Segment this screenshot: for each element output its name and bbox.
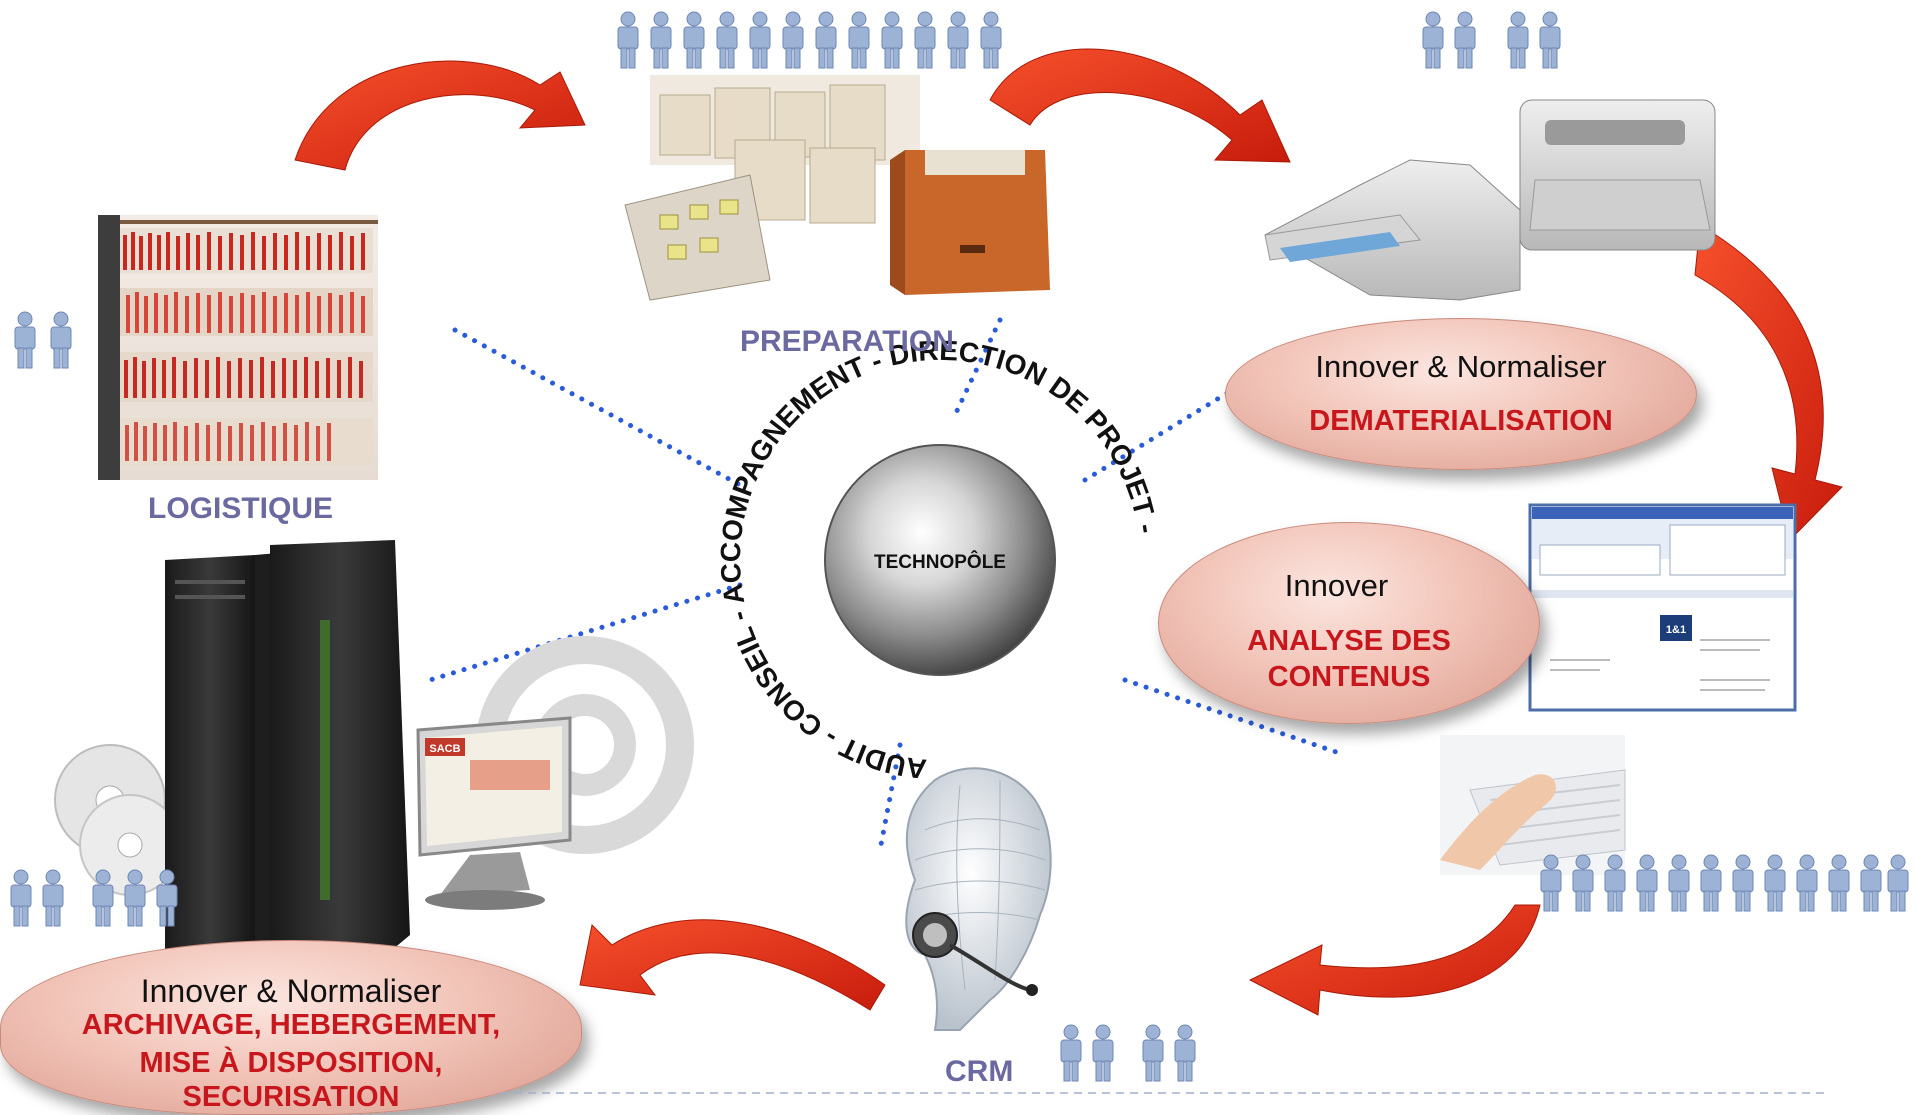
archivage-subtitle-1: ARCHIVAGE, HEBERGEMENT,	[81, 1009, 501, 1041]
logistique-shelves-photo	[98, 215, 378, 480]
archivage-oval: Innover & Normaliser ARCHIVAGE, HEBERGEM…	[0, 940, 582, 1115]
scanner-devices-photo	[1263, 99, 1716, 301]
people-group-preparation	[617, 11, 1002, 69]
connector-logistique	[452, 327, 743, 488]
analyse-document-screen: 1&1	[1528, 503, 1797, 712]
people-group-scanning	[1422, 11, 1561, 69]
analyse-title: Innover	[1284, 568, 1389, 603]
arrow-preparation-to-scanning	[989, 48, 1291, 163]
technopole-sphere	[824, 444, 1056, 676]
preparation-label: PREPARATION	[740, 325, 954, 358]
monitor-brand-text: SACB	[429, 743, 460, 755]
people-group-archivage	[10, 869, 178, 927]
arrow-logistique-to-preparation	[294, 60, 586, 171]
logistique-label: LOGISTIQUE	[148, 492, 334, 525]
analyse-oval: Innover ANALYSE DES CONTENUS	[1158, 522, 1540, 724]
archivage-title: Innover & Normaliser	[140, 973, 442, 1009]
preparation-files-photo	[624, 75, 1050, 301]
crm-headset-photo	[905, 767, 1052, 1031]
crm-label: CRM	[945, 1055, 1014, 1088]
cd-discs-icon	[54, 744, 181, 896]
dematerialisation-oval: Innover & Normaliser DEMATERIALISATION	[1225, 318, 1697, 470]
archivage-subtitle-2: MISE À DISPOSITION,	[139, 1047, 443, 1079]
connector-crm	[877, 742, 903, 853]
arrow-scanning-to-analyse	[1694, 224, 1843, 541]
arrow-analyse-to-crm	[1248, 904, 1541, 1016]
archivage-subtitle-3: SECURISATION	[182, 1081, 400, 1113]
people-group-logistique	[14, 311, 72, 369]
flow-arrows	[294, 48, 1843, 1016]
archivage-photo-group: SACB	[54, 540, 694, 965]
analyse-subtitle-1: ANALYSE DES	[1247, 625, 1451, 657]
connector-archivage	[427, 582, 743, 683]
dematerialisation-subtitle: DEMATERIALISATION	[1309, 405, 1613, 437]
screen-logo-text: 1&1	[1666, 624, 1686, 636]
people-group-crm	[1060, 1024, 1196, 1082]
connector-preparation	[952, 317, 1003, 418]
keyboard-typing-photo	[1440, 735, 1626, 875]
monitor-icon: SACB	[416, 716, 572, 910]
analyse-subtitle-2: CONTENUS	[1267, 661, 1431, 693]
arrow-crm-to-archivage	[579, 919, 886, 1011]
people-group-analyse	[1540, 854, 1909, 912]
technopole-title: TECHNOPÔLE	[874, 552, 1006, 573]
dematerialisation-title: Innover & Normaliser	[1315, 349, 1607, 384]
mainframe-server-icon	[165, 540, 410, 965]
